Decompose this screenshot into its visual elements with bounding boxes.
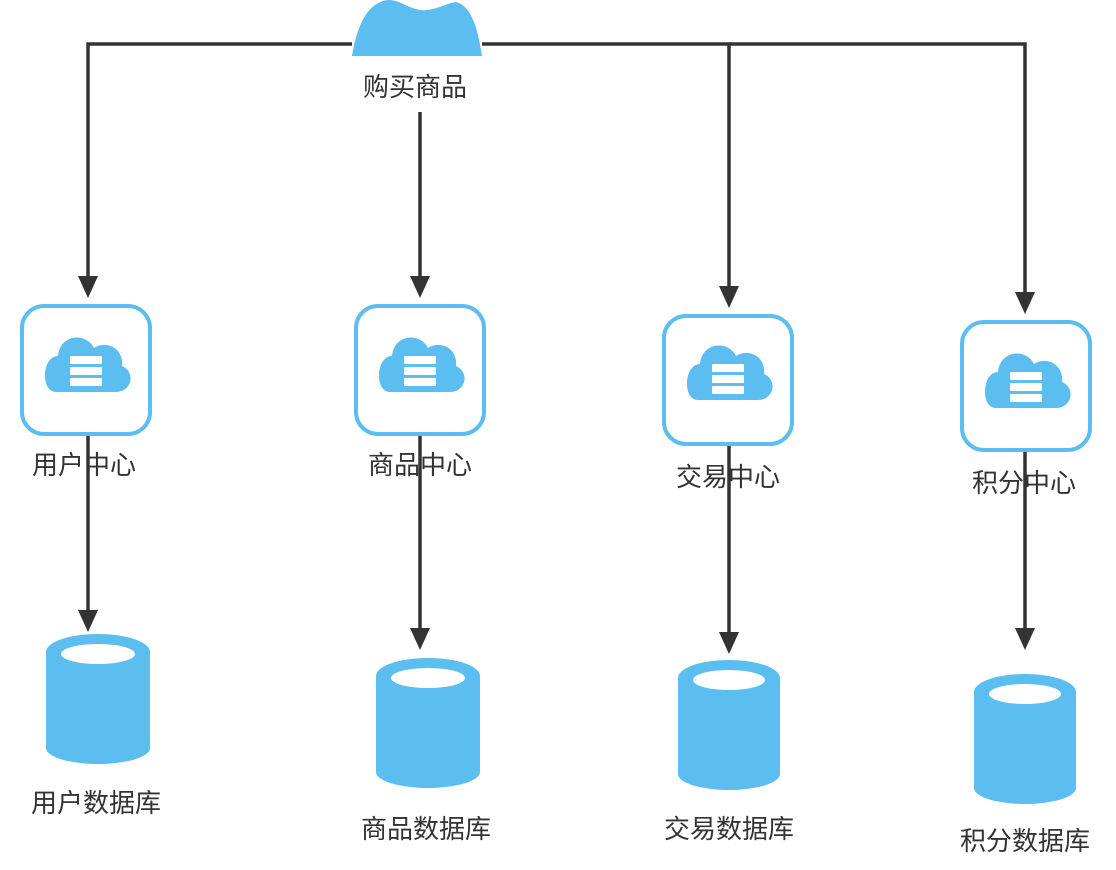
service-node-user-center: 用户中心: [20, 304, 152, 481]
service-label: 用户中心: [32, 451, 136, 481]
service-label: 积分中心: [972, 469, 1076, 499]
service-label: 交易中心: [676, 463, 780, 493]
arrowhead: [78, 610, 98, 632]
db-node-user: 用户数据库: [31, 634, 161, 819]
database-icon: [974, 674, 1076, 804]
arrowhead: [1015, 628, 1035, 650]
arrowhead: [1015, 292, 1035, 314]
db-node-points: 积分数据库: [960, 674, 1090, 857]
service-node-trade-center: 交易中心: [662, 314, 794, 493]
edges-bottom: [78, 436, 1035, 654]
arrowhead: [78, 276, 98, 298]
service-label: 商品中心: [368, 451, 472, 481]
top-node-label: 购买商品: [363, 73, 467, 103]
service-node-product-center: 商品中心: [354, 304, 486, 481]
top-node: 购买商品: [352, 0, 482, 103]
arrowhead: [719, 286, 739, 308]
edges-top: [78, 42, 1035, 314]
database-label: 积分数据库: [960, 827, 1090, 857]
db-node-product: 商品数据库: [361, 658, 491, 845]
database-label: 用户数据库: [31, 789, 161, 819]
edge-to-points-center: [729, 42, 1027, 296]
user-icon: [352, 0, 482, 56]
service-node-points-center: 积分中心: [960, 320, 1092, 499]
arrowhead: [719, 632, 739, 654]
arrowhead: [410, 276, 430, 298]
database-icon: [376, 658, 480, 788]
database-icon: [46, 634, 150, 764]
db-node-trade: 交易数据库: [664, 660, 794, 845]
database-icon: [678, 660, 780, 790]
database-label: 商品数据库: [361, 815, 491, 845]
edge-to-trade-center: [482, 42, 731, 290]
arrowhead: [410, 628, 430, 650]
edge-to-user-center: [86, 42, 352, 280]
database-label: 交易数据库: [664, 815, 794, 845]
